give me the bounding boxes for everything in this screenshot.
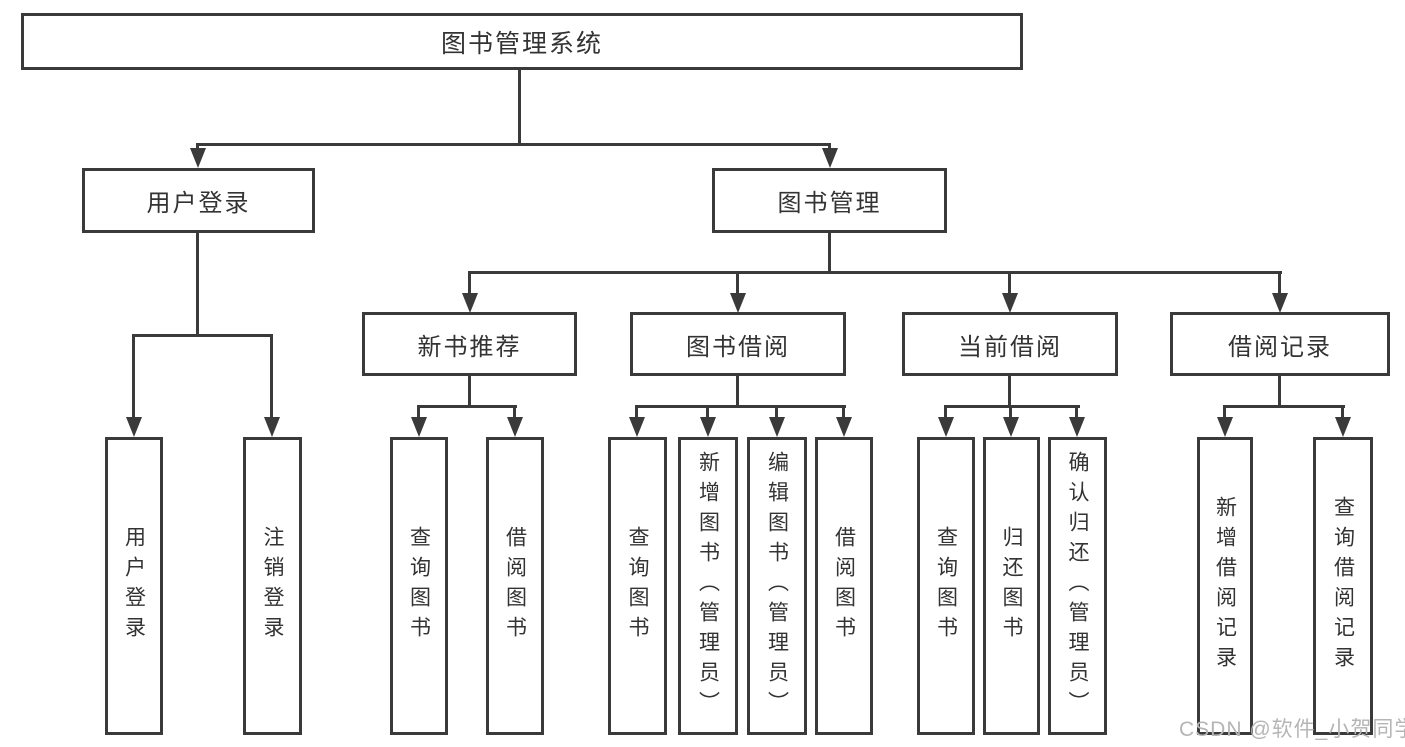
arrow-down-icon <box>1272 293 1288 313</box>
connector-vertical <box>1278 271 1281 297</box>
connector-vertical <box>196 233 199 336</box>
leaf-recommend-query-books: 查询图书 <box>390 437 448 735</box>
connector-horizontal <box>635 405 846 408</box>
connector-vertical <box>132 334 135 422</box>
leaf-borrowing-query-books: 查询图书 <box>608 437 667 735</box>
connector-vertical <box>736 271 739 297</box>
connector-vertical <box>468 271 471 297</box>
arrow-down-icon <box>507 417 523 437</box>
connector-vertical <box>736 376 739 407</box>
arrow-down-icon <box>411 417 427 437</box>
leaf-current-return-books: 归还图书 <box>983 437 1040 735</box>
arrow-down-icon <box>938 417 954 437</box>
leaf-records-add-borrow-record: 新增借阅记录 <box>1197 437 1253 735</box>
connector-horizontal <box>417 405 517 408</box>
leaf-current-query-books: 查询图书 <box>917 437 975 735</box>
connector-horizontal <box>196 143 831 146</box>
connector-vertical <box>706 405 709 421</box>
arrow-down-icon <box>629 417 645 437</box>
node-new-book-recommend: 新书推荐 <box>362 312 577 376</box>
arrow-down-icon <box>730 293 746 313</box>
connector-vertical <box>1278 376 1281 407</box>
connector-vertical <box>270 334 273 422</box>
connector-vertical <box>635 405 638 421</box>
arrow-down-icon <box>700 417 716 437</box>
connector-vertical <box>1075 405 1078 421</box>
arrow-down-icon <box>1003 417 1019 437</box>
connector-vertical <box>1008 376 1011 407</box>
arrow-down-icon <box>1002 293 1018 313</box>
leaf-current-confirm-return-admin: 确认归还（管理员） <box>1048 437 1107 735</box>
node-library-management-system: 图书管理系统 <box>21 13 1023 70</box>
node-book-management: 图书管理 <box>712 168 947 233</box>
connector-horizontal <box>132 334 273 337</box>
connector-vertical <box>518 70 521 144</box>
node-book-borrowing: 图书借阅 <box>630 312 846 376</box>
leaf-borrowing-add-books-admin: 新增图书（管理员） <box>678 437 738 735</box>
connector-vertical <box>468 376 471 407</box>
connector-vertical <box>1223 405 1226 421</box>
connector-vertical <box>513 405 516 421</box>
arrow-down-icon <box>1217 417 1233 437</box>
node-current-borrowing: 当前借阅 <box>902 312 1118 376</box>
connector-vertical <box>1341 405 1344 421</box>
node-user-login: 用户登录 <box>82 168 315 233</box>
connector-horizontal <box>1223 405 1345 408</box>
connector-vertical <box>944 405 947 421</box>
leaf-logout: 注销登录 <box>243 437 302 735</box>
leaf-borrowing-borrow-books: 借阅图书 <box>815 437 873 735</box>
connector-vertical <box>417 405 420 421</box>
watermark-csdn: CSDN @软件_小贺同学 <box>1179 718 1405 741</box>
arrow-down-icon <box>822 148 838 168</box>
node-borrow-records: 借阅记录 <box>1170 312 1390 376</box>
connector-vertical <box>842 405 845 421</box>
connector-horizontal <box>468 271 1282 274</box>
leaf-user-login: 用户登录 <box>105 437 163 735</box>
arrow-down-icon <box>836 417 852 437</box>
arrow-down-icon <box>769 417 785 437</box>
arrow-down-icon <box>190 148 206 168</box>
arrow-down-icon <box>264 417 280 437</box>
connector-vertical <box>775 405 778 421</box>
arrow-down-icon <box>1069 417 1085 437</box>
arrow-down-icon <box>126 417 142 437</box>
leaf-recommend-borrow-books: 借阅图书 <box>486 437 544 735</box>
connector-vertical <box>828 233 831 274</box>
leaf-borrowing-edit-books-admin: 编辑图书（管理员） <box>747 437 807 735</box>
leaf-records-query-borrow-record: 查询借阅记录 <box>1313 437 1373 735</box>
arrow-down-icon <box>462 293 478 313</box>
connector-vertical <box>1009 405 1012 421</box>
connector-horizontal <box>944 405 1080 408</box>
arrow-down-icon <box>1335 417 1351 437</box>
connector-vertical <box>1008 271 1011 297</box>
